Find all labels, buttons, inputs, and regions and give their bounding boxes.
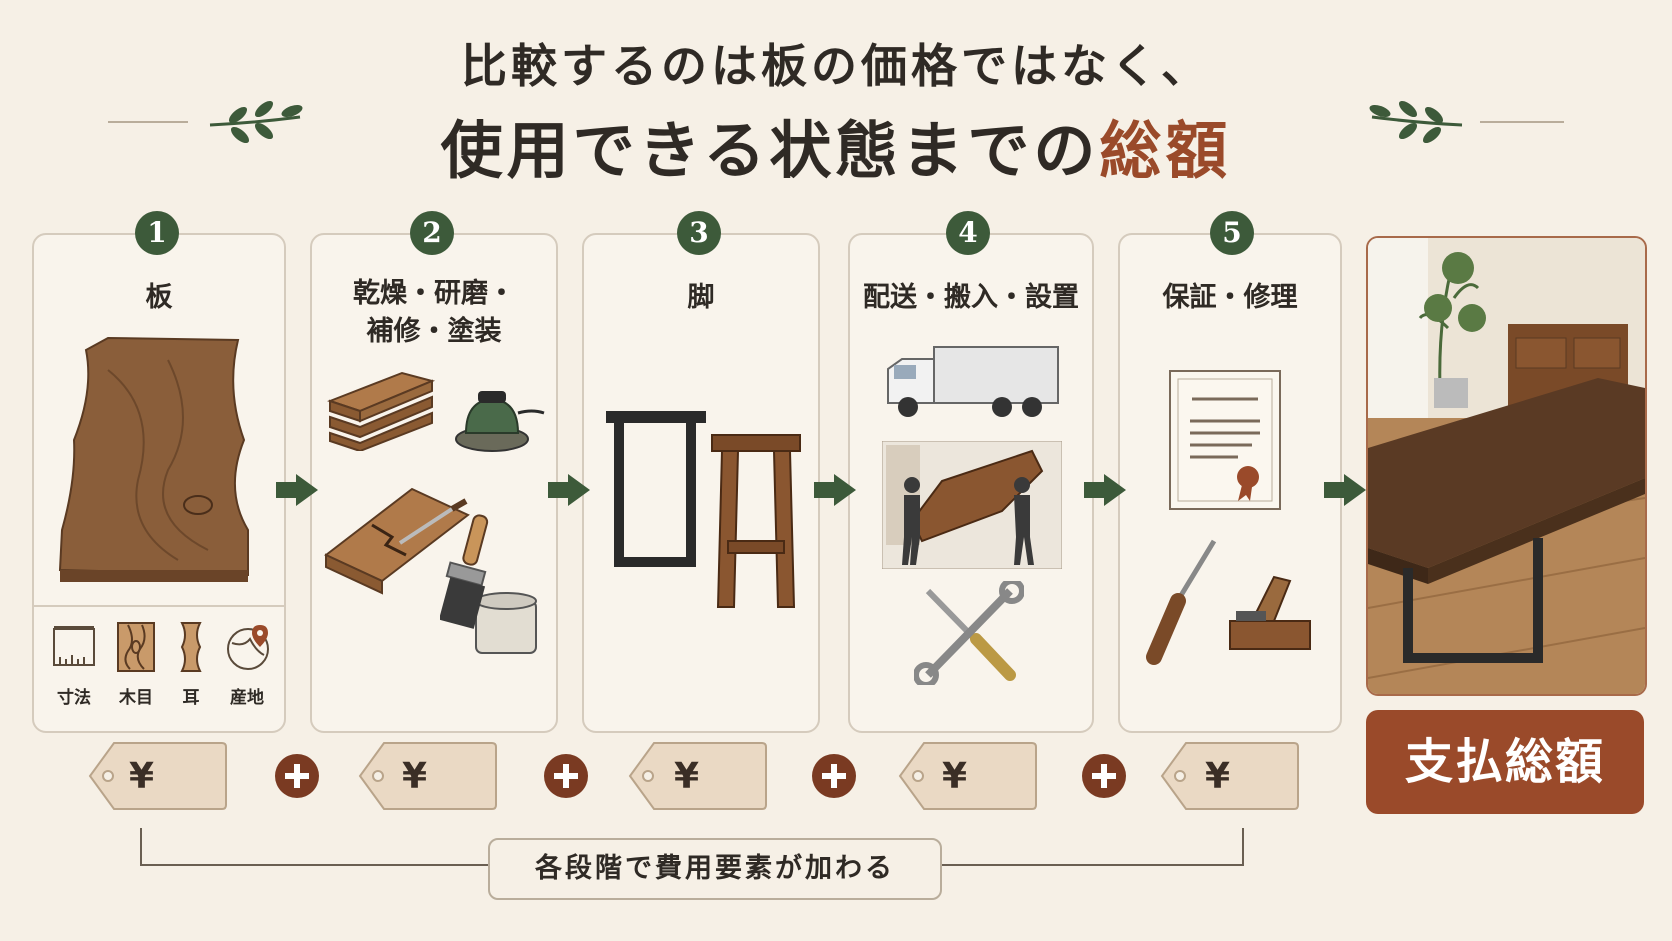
wood-grain-icon <box>117 622 155 672</box>
paint-brush-icon <box>440 514 537 654</box>
price-tag-4-symbol: ¥ <box>942 756 968 797</box>
attribute-origin: 産地 <box>230 688 264 708</box>
plus-4-icon <box>1082 754 1126 798</box>
repair-board-icon <box>324 487 470 595</box>
step-2-card: 乾燥・研磨・ 補修・塗装 <box>310 233 558 733</box>
step-3-badge: 3 <box>677 211 721 255</box>
delivery-truck-icon <box>887 346 1059 417</box>
step-2-label-line-2: 補修・塗装 <box>366 316 502 347</box>
step-3-card: 脚 <box>582 233 820 733</box>
plus-3-icon <box>812 754 856 798</box>
ruler-icon <box>53 626 95 666</box>
step-5-card: 保証・修理 <box>1118 233 1342 733</box>
price-tag-3-symbol: ¥ <box>674 756 700 797</box>
step-3-label: 脚 <box>687 282 715 313</box>
step-4-label: 配送・搬入・設置 <box>863 282 1079 313</box>
location-icon <box>227 625 269 670</box>
tools-cross-icon <box>914 581 1024 685</box>
wooden-leg-icon <box>711 434 801 608</box>
price-tag-1-icon <box>88 742 227 810</box>
right-leaf-icon <box>1369 100 1463 144</box>
step-2-badge: 2 <box>410 211 454 255</box>
title-rule-right <box>1480 121 1564 123</box>
price-tag-2-symbol: ¥ <box>402 756 428 797</box>
price-tag-4-icon <box>898 742 1037 810</box>
title-accent-text: 総額 <box>1099 114 1232 187</box>
finished-table-icon <box>1368 238 1645 694</box>
flow-arrow-1-icon <box>276 474 318 506</box>
plus-1-icon <box>275 754 319 798</box>
total-payment-label: 支払総額 <box>1366 710 1644 814</box>
certificate-icon <box>1169 370 1281 510</box>
flow-arrow-5-icon <box>1324 474 1366 506</box>
title-rule-left <box>108 121 188 123</box>
plus-2-icon <box>544 754 588 798</box>
step-2-label-line-1: 乾燥・研磨・ <box>353 278 515 309</box>
sander-icon <box>455 391 545 452</box>
price-tag-3-icon <box>628 742 767 810</box>
price-tag-1-symbol: ¥ <box>129 756 155 797</box>
price-tag-2-icon <box>358 742 497 810</box>
live-edge-icon <box>180 622 202 672</box>
finished-table-photo <box>1366 236 1647 696</box>
step-4-card: 配送・搬入・設置 <box>848 233 1094 733</box>
price-tag-5-symbol: ¥ <box>1205 756 1231 797</box>
screwdriver-plane-icon <box>1146 539 1311 665</box>
flow-arrow-4-icon <box>1084 474 1126 506</box>
step-1-card: 板 寸法 木目 耳 産地 <box>32 233 286 733</box>
attribute-size: 寸法 <box>57 688 91 708</box>
summary-label: 各段階で費用要素が加わる <box>488 838 942 900</box>
left-leaf-icon <box>209 100 303 144</box>
title-line-1: 比較するのは板の価格ではなく、 <box>461 39 1211 93</box>
step-5-label: 保証・修理 <box>1162 282 1298 313</box>
step-4-badge: 4 <box>946 211 990 255</box>
price-tag-5-icon <box>1160 742 1299 810</box>
attribute-divider <box>34 605 284 607</box>
step-1-badge: 1 <box>135 211 179 255</box>
step-5-badge: 5 <box>1210 211 1254 255</box>
metal-leg-icon <box>606 411 706 567</box>
flow-arrow-2-icon <box>548 474 590 506</box>
dried-boards-icon <box>327 371 436 451</box>
attribute-edge: 耳 <box>182 688 200 708</box>
flow-arrow-3-icon <box>814 474 856 506</box>
wood-slab-icon <box>58 336 249 582</box>
title-line-2: 使用できる状態までの総額 <box>0 100 1672 190</box>
step-1-label: 板 <box>145 282 173 313</box>
movers-carrying-icon <box>882 441 1062 569</box>
title-main-text: 使用できる状態までの <box>440 114 1100 187</box>
attribute-grain: 木目 <box>119 688 153 708</box>
